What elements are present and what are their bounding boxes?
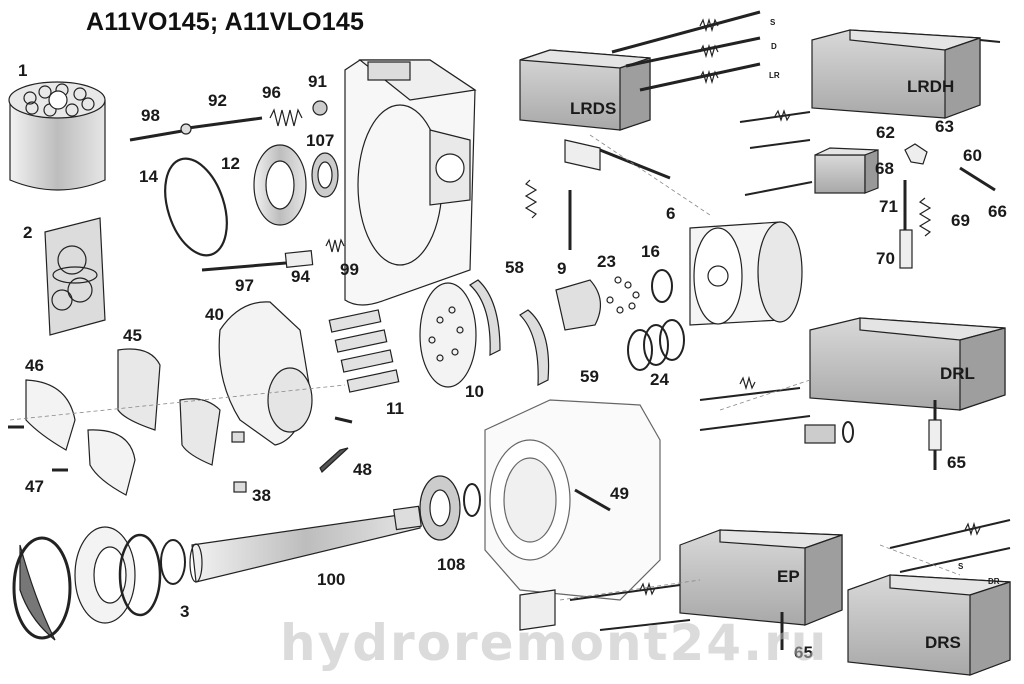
part-label-68: 68 [875, 159, 894, 178]
part-6-cylinder-barrel [689, 221, 803, 326]
diagram-title: A11VO145; A11VLO145 [86, 8, 365, 36]
part-label-9: 9 [557, 259, 567, 278]
part-label-2: 2 [23, 223, 33, 242]
part-label-96: 96 [262, 83, 281, 102]
part-label-10: 10 [465, 382, 484, 401]
part-label-65-drl: 65 [947, 453, 966, 472]
spool-tag-dr: DR [988, 577, 1000, 586]
part-1-cylinder-assembly [8, 81, 106, 191]
spool-tag-s: S [770, 18, 776, 27]
part-label-38: 38 [252, 486, 271, 505]
part-label-63: 63 [935, 117, 954, 136]
part-label-62: 62 [876, 123, 895, 142]
spool-tag-s-drs: S [958, 562, 964, 571]
part-label-1: 1 [18, 61, 28, 80]
part-label-100: 100 [317, 570, 346, 589]
part-label-47: 47 [25, 477, 44, 496]
part-label-11: 11 [386, 399, 404, 418]
part-label-58: 58 [505, 258, 524, 277]
part-label-71: 71 [879, 197, 898, 216]
watermark: hydroremont24.ru [280, 614, 829, 672]
part-label-45: 45 [123, 326, 142, 345]
part-label-6: 6 [666, 204, 676, 223]
block-label-drl: DRL [940, 364, 975, 383]
part-label-66: 66 [988, 202, 1007, 221]
part-label-98: 98 [141, 106, 160, 125]
part-label-99: 99 [340, 260, 359, 279]
part-40-swashplate [218, 301, 313, 446]
part-label-92: 92 [208, 91, 227, 110]
block-drs [847, 574, 1011, 676]
block-drl [809, 317, 1006, 411]
part-label-46: 46 [25, 356, 44, 375]
part-label-70: 70 [876, 249, 895, 268]
part-label-65-ep: 65 [794, 643, 813, 662]
part-label-24: 24 [650, 370, 669, 389]
part-100-drive-shaft [189, 505, 422, 583]
part-label-3: 3 [180, 602, 190, 621]
spool-tag-d: D [771, 42, 777, 51]
part-label-48: 48 [353, 460, 372, 479]
part-label-16: 16 [641, 242, 660, 261]
part-label-59: 59 [580, 367, 599, 386]
part-label-60: 60 [963, 146, 982, 165]
part-label-91: 91 [308, 72, 327, 91]
part-port-plate-housing [344, 59, 477, 306]
block-lrds [519, 49, 651, 131]
block-label-lrds: LRDS [570, 99, 617, 118]
part-label-69: 69 [951, 211, 970, 230]
part-2-seal-kit [44, 217, 106, 336]
part-label-23: 23 [597, 252, 616, 271]
part-label-49: 49 [610, 484, 629, 503]
spool-tag-lr: LR [769, 71, 780, 80]
block-label-ep: EP [777, 567, 800, 586]
block-lrdh [811, 29, 1001, 119]
part-label-14: 14 [139, 167, 158, 186]
block-label-lrdh: LRDH [907, 77, 955, 96]
part-label-94: 94 [291, 267, 310, 286]
block-ep [679, 529, 843, 626]
part-label-97: 97 [235, 276, 254, 295]
block-label-drs: DRS [925, 633, 961, 652]
part-label-107: 107 [306, 131, 335, 150]
part-main-housing [484, 399, 661, 601]
part-label-40: 40 [205, 305, 224, 324]
part-label-12: 12 [221, 154, 240, 173]
part-label-108: 108 [437, 555, 466, 574]
